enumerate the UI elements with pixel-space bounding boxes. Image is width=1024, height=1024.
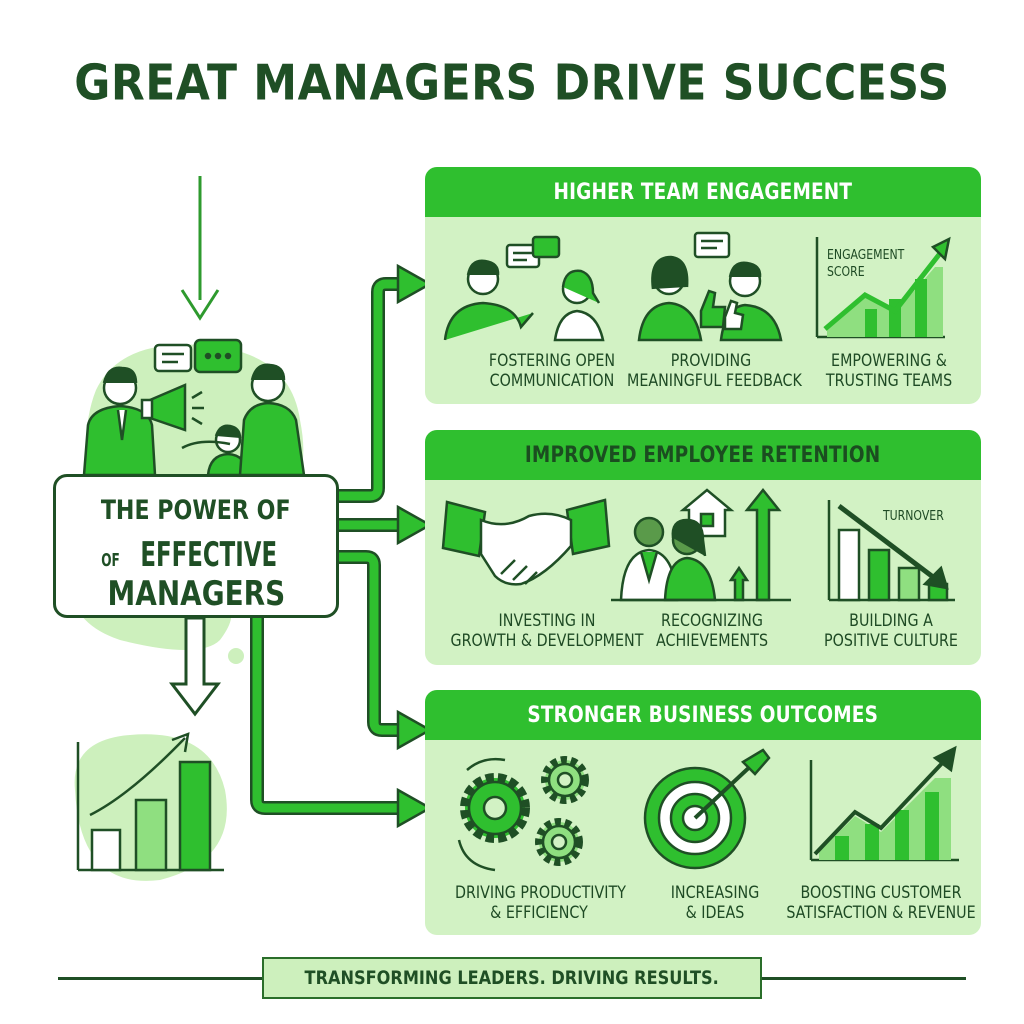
rising-chart-icon: [815, 236, 951, 339]
panel-1-icons: [443, 231, 951, 342]
center-line-3: MANAGERS: [107, 574, 285, 614]
center-line-2-small: OF: [101, 550, 121, 571]
panel-team-engagement: HIGHER TEAM ENGAGEMENT: [425, 167, 981, 404]
handshake-icon: [441, 498, 611, 586]
item-caption: DRIVING PRODUCTIVITY& EFFICIENCY: [455, 883, 626, 923]
center-line-1: THE POWER OF: [101, 495, 291, 526]
falling-chart-icon: [827, 500, 955, 602]
blob-dot: [228, 648, 244, 664]
panel-3-icons: [457, 745, 959, 872]
top-down-arrow-icon: [180, 176, 220, 321]
gears-icon: [457, 756, 589, 872]
panel-heading: STRONGER BUSINESS OUTCOMES: [425, 690, 981, 740]
turnover-label: TURNOVER: [883, 509, 944, 524]
center-line-2-big: EFFECTIVE: [140, 535, 278, 575]
connector-arrows-fill: [252, 279, 402, 813]
footer-rule-left: [58, 977, 262, 980]
people-talking-icon: [443, 235, 605, 342]
item-caption: INCREASING& IDEAS: [670, 883, 760, 923]
manager-with-megaphone-icon: [82, 338, 306, 477]
panel-heading: IMPROVED EMPLOYEE RETENTION: [425, 430, 981, 480]
page-title: GREAT MANAGERS DRIVE SUCCESS: [74, 54, 950, 113]
footer-rule-right: [762, 977, 966, 980]
connector-arrowheads: [396, 263, 433, 829]
growth-chart-icon: [809, 745, 959, 862]
growth-bar-chart-icon: [76, 732, 224, 872]
item-caption: EMPOWERING &TRUSTING TEAMS: [825, 351, 953, 391]
thumbs-up-icon: [637, 231, 783, 342]
panel-business-outcomes: STRONGER BUSINESS OUTCOMES: [425, 690, 981, 935]
panel-heading: HIGHER TEAM ENGAGEMENT: [425, 167, 981, 217]
panel-employee-retention: IMPROVED EMPLOYEE RETENTION: [425, 430, 981, 665]
center-line-2: OF EFFECTIVE: [56, 535, 336, 575]
footer-banner: TRANSFORMING LEADERS. DRIVING RESULTS.: [262, 957, 762, 999]
panel-2-icons: [441, 487, 955, 602]
target-icon: [643, 748, 771, 870]
family-house-icon: [611, 487, 791, 602]
center-box-effective-managers: THE POWER OF OF EFFECTIVE MANAGERS: [53, 474, 339, 618]
bottom-down-arrow-icon: [168, 616, 222, 717]
